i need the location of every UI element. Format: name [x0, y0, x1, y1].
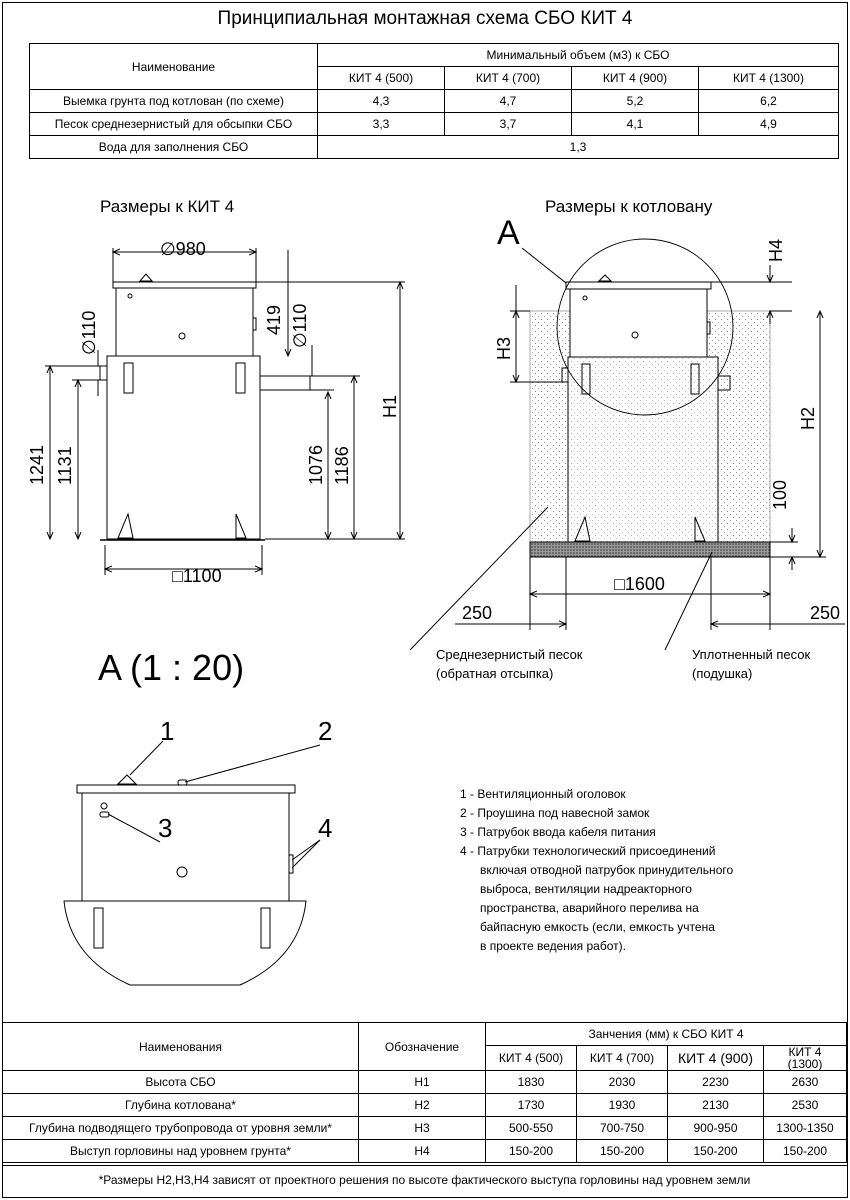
pit-drawing	[409, 238, 845, 651]
legend-item: 3 - Патрубок ввода кабеля питания	[460, 825, 656, 839]
marker-1: 1	[160, 716, 174, 746]
t2-header-name: Наименования	[2, 1022, 359, 1071]
technical-drawing: ∅980 □1100 1241 1131 ∅110 419 ∅110 1076 …	[27, 214, 845, 986]
marker-2: 2	[318, 716, 332, 746]
dim-1186: 1186	[332, 446, 352, 485]
dim-1076: 1076	[306, 445, 326, 485]
dim-100: 100	[770, 480, 790, 510]
dim-1241: 1241	[27, 445, 47, 485]
t1-model: КИТ 4 (1300)	[698, 66, 839, 90]
t2-model: КИТ 4 (500)	[485, 1045, 577, 1071]
left-drawing-heading: Размеры к КИТ 4	[100, 197, 235, 216]
legend-item: байпасную емкость (если, емкость учтена	[480, 920, 715, 934]
dimensions-table: Наименования Обозначение Занчения (мм) к…	[2, 1022, 847, 1163]
table-row: Глубина котлована* H2 1730 1930 2130 253…	[2, 1093, 847, 1117]
t1-model: КИТ 4 (900)	[571, 66, 699, 90]
dim-250-left: 250	[462, 603, 492, 623]
t2-header-group: Занчения (мм) к СБО КИТ 4	[485, 1022, 847, 1046]
dim-base-1600: □1600	[614, 574, 665, 594]
detail-heading: A (1 : 20)	[98, 647, 244, 688]
t2-header-code: Обозначение	[358, 1022, 486, 1071]
legend-item: 4 - Патрубки технологический присоединен…	[460, 844, 716, 858]
dim-pipe-right: ∅110	[290, 304, 310, 348]
left-dimension-labels: ∅980 □1100 1241 1131 ∅110 419 ∅110 1076 …	[27, 239, 400, 586]
volume-table: Наименование Минимальный объем (м3) к СБ…	[29, 43, 839, 159]
dim-diameter-980: ∅980	[160, 239, 206, 259]
marker-3: 3	[158, 813, 172, 843]
table-row: Высота СБО H1 1830 2030 2230 2630	[2, 1070, 847, 1094]
label-sand-line2: (обратная отсыпка)	[436, 666, 553, 681]
table-row: Глубина подводящего трубопровода от уров…	[2, 1116, 847, 1140]
dim-pipe-left: ∅110	[79, 311, 99, 355]
t1-model: КИТ 4 (500)	[317, 66, 445, 90]
label-pad-line2: (подушка)	[692, 666, 752, 681]
dim-h3: H3	[494, 337, 514, 360]
table-row: Песок среднезернистый для обсыпки СБО 3,…	[29, 112, 839, 136]
footnote: *Размеры H2,H3,H4 зависят от проектного …	[2, 1165, 847, 1194]
detail-markers: 1 2 3 4	[158, 716, 332, 843]
legend-item: 2 - Проушина под навесной замок	[460, 806, 650, 820]
t1-header-name: Наименование	[29, 43, 318, 90]
dim-h1: H1	[380, 395, 400, 418]
legend-item: пространства, аварийного перелива на	[480, 901, 699, 915]
legend-item: 1 - Вентиляционный оголовок	[460, 787, 626, 801]
left-tank-drawing	[45, 248, 405, 575]
legend-item: в проекте ведения работ).	[480, 939, 626, 953]
label-sand-line1: Среднезернистый песок	[436, 647, 583, 662]
pit-labels: Среднезернистый песок (обратная отсыпка)…	[436, 647, 810, 681]
pit-dimension-labels: A H4 H3 H2 100 □1600 250 250	[462, 214, 840, 623]
dim-h4: H4	[766, 239, 786, 262]
legend-item: выброса, вентиляции надреакторного	[480, 882, 692, 896]
label-pad-line1: Уплотненный песок	[692, 647, 810, 662]
right-drawing-heading: Размеры к котловану	[545, 197, 713, 216]
dim-250-right: 250	[810, 603, 840, 623]
page-title: Принципиальная монтажная схема СБО КИТ 4	[217, 8, 633, 29]
marker-4: 4	[318, 813, 332, 843]
t2-model: КИТ 4 (700)	[576, 1045, 668, 1071]
dim-base-1100: □1100	[172, 566, 222, 586]
dim-1131: 1131	[55, 446, 75, 485]
t2-model: КИТ 4 (900)	[667, 1045, 764, 1071]
callout-a: A	[497, 214, 520, 252]
table-row: Выемка грунта под котлован (по схеме) 4,…	[29, 89, 839, 113]
detail-drawing	[63, 740, 321, 986]
legend-item: включая отводной патрубок принудительног…	[480, 863, 734, 877]
detail-legend: 1 - Вентиляционный оголовок 2 - Проушина…	[460, 785, 733, 956]
table-row: Выступ горловины над уровнем грунта* H4 …	[2, 1139, 847, 1163]
dim-419: 419	[264, 305, 284, 335]
table-row: Вода для заполнения СБО 1,3	[29, 135, 839, 159]
t2-model: КИТ 4(1300)	[763, 1045, 847, 1071]
dim-h2: H2	[798, 407, 818, 430]
